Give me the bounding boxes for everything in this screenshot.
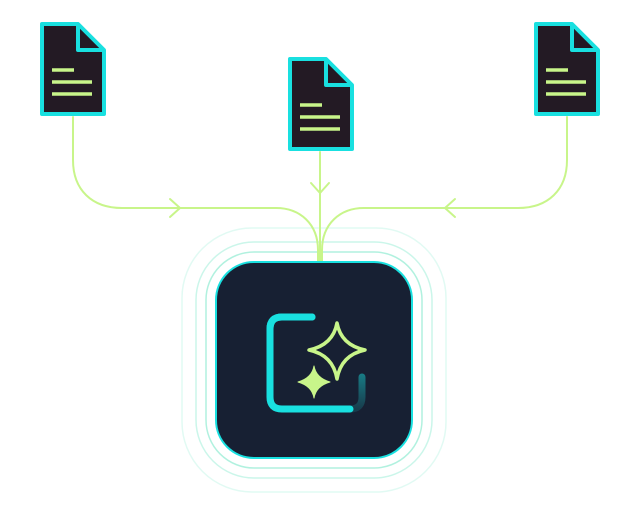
hub-ring-inner	[205, 251, 423, 469]
hub-tile	[215, 261, 413, 459]
sparkle-large-icon	[307, 321, 367, 381]
document-icon	[288, 57, 354, 151]
connector-center-arrow	[310, 182, 330, 194]
sparkle-small-icon	[297, 365, 331, 399]
connector-right	[321, 116, 568, 263]
connector-left-arrow	[169, 198, 181, 218]
hub-ring-middle	[195, 241, 433, 479]
connector-left	[72, 116, 319, 263]
bracket-icon	[266, 313, 354, 413]
ai-hub	[215, 261, 413, 459]
hub-ring-outer	[181, 227, 447, 493]
connector-right-arrow	[444, 198, 456, 218]
connectors	[72, 116, 568, 263]
document-icon	[40, 22, 106, 116]
document-icon	[534, 22, 600, 116]
hub-rings	[181, 227, 447, 493]
